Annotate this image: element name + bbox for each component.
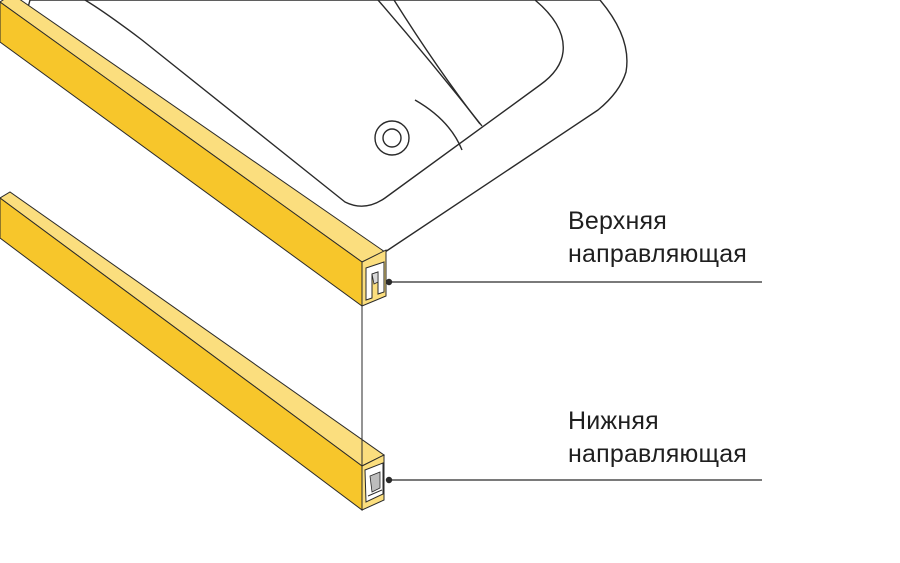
lower-rail-label-line2: направляющая	[568, 440, 748, 468]
lower-rail-label: Нижняя направляющая	[568, 405, 747, 471]
lower-rail-channel-inner	[369, 471, 381, 493]
drain-inner-icon	[382, 128, 402, 148]
lower-leader-dot	[385, 476, 393, 484]
upper-rail-label-line2: направляющая	[568, 240, 748, 268]
bathtub-back-slope-inner	[393, 0, 481, 125]
upper-rail-label: Верхняя направляющая	[568, 205, 747, 271]
lower-rail-label-line1: Нижняя	[568, 407, 659, 435]
upper-rail-channel-inner	[371, 271, 379, 285]
upper-rail-label-line1: Верхняя	[568, 207, 667, 235]
bathtub-basin	[84, 0, 564, 207]
lower-rail	[0, 191, 385, 512]
leader-lines	[385, 278, 762, 484]
bathtub-headrest-edge	[414, 99, 463, 151]
bathtub	[21, 0, 628, 258]
upper-leader-dot	[385, 278, 393, 286]
lower-rail-channel-floor	[367, 489, 383, 497]
